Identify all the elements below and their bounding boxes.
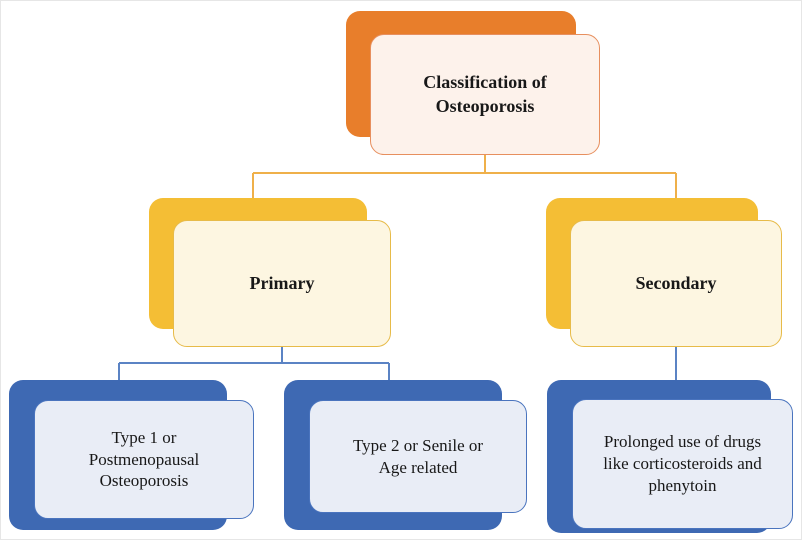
primary-node: Primary: [173, 220, 391, 347]
secondary-node: Secondary: [570, 220, 782, 347]
leaf-type1-label: Type 1 or Postmenopausal Osteoporosis: [88, 427, 200, 491]
leaf-secondary-cause-node: Prolonged use of drugs like corticostero…: [572, 399, 793, 529]
secondary-node-label: Secondary: [635, 272, 717, 293]
primary-node-label: Primary: [249, 272, 315, 293]
root-node: Classification of Osteoporosis: [370, 34, 600, 155]
leaf-type1-node: Type 1 or Postmenopausal Osteoporosis: [34, 400, 254, 519]
root-node-label: Classification of Osteoporosis: [423, 72, 547, 116]
connector-primary-to-leaves: [118, 347, 390, 381]
leaf-type2-label: Type 2 or Senile or Age related: [352, 435, 484, 477]
connector-root-to-branches: [252, 155, 677, 199]
leaf-secondary-cause-label: Prolonged use of drugs like corticostero…: [603, 432, 762, 495]
leaf-type2-node: Type 2 or Senile or Age related: [309, 400, 527, 513]
